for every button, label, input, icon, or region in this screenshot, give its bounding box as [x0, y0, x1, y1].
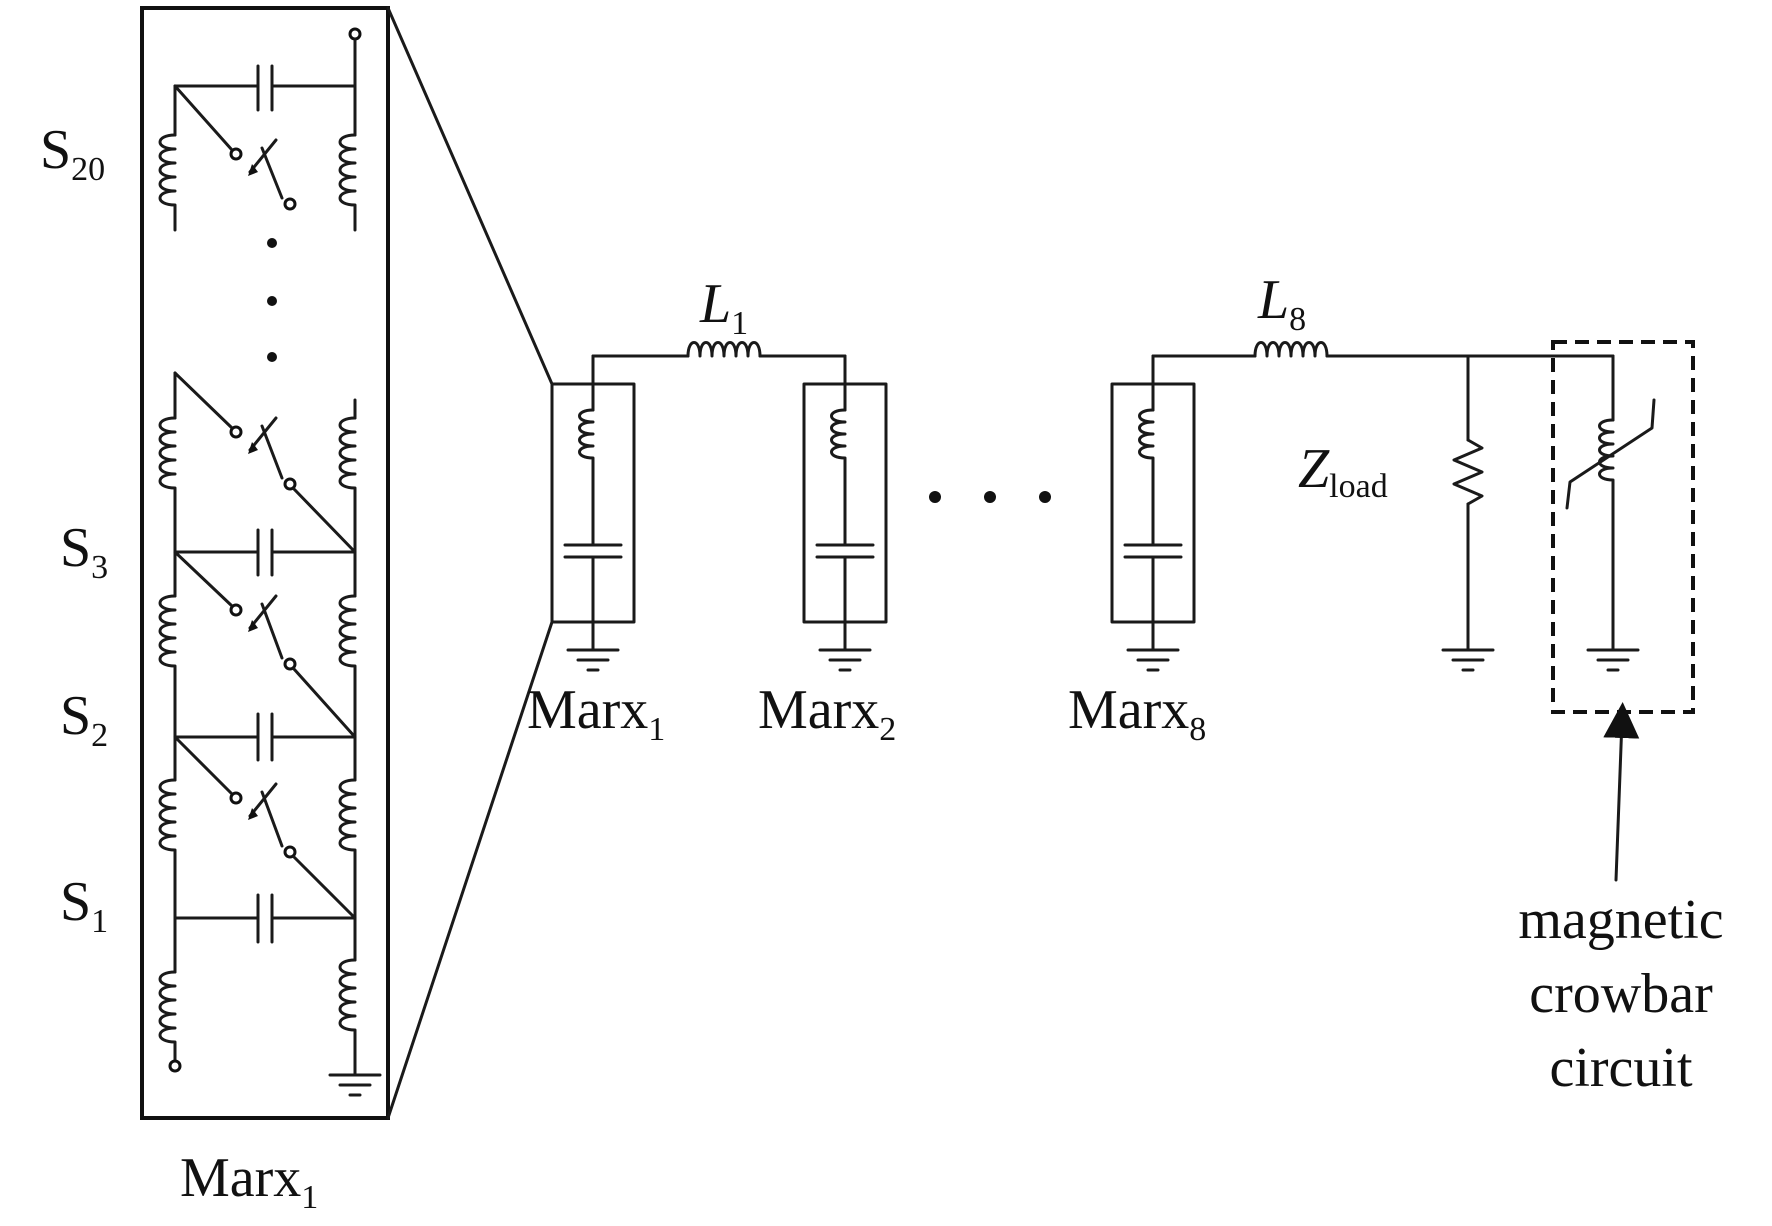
marx-detail: [140, 6, 390, 1120]
stage-label-s20: S20: [40, 119, 105, 188]
module-marx8: [1110, 354, 1196, 672]
crowbar-arrow: [1603, 702, 1640, 882]
zoom-line-bottom: [386, 620, 554, 1120]
zoom-line-top: [386, 6, 554, 386]
stage-label-s1: S1: [60, 871, 108, 940]
label-zload: Zload: [1298, 438, 1388, 505]
bottom-terminal: [168, 1059, 182, 1073]
detail-label: Marx1: [180, 1147, 318, 1216]
load-resistor: [1441, 354, 1495, 672]
stage-label-s3: S3: [60, 517, 108, 586]
label-marx2: Marx2: [758, 679, 896, 748]
inductor-l8: [1253, 341, 1329, 358]
module-marx1: [550, 354, 636, 672]
marx-detail-frame: [140, 6, 390, 1120]
crowbar-label-line3: circuit: [1549, 1037, 1692, 1099]
label-marx1: Marx1: [527, 679, 665, 748]
module-marx2: [802, 354, 888, 672]
label-l8: L8: [1257, 269, 1306, 338]
stage-label-s2: S2: [60, 685, 108, 754]
crowbar-label-line1: magnetic: [1518, 889, 1723, 951]
label-l1: L1: [699, 273, 748, 342]
inductor-l1: [686, 341, 762, 358]
crowbar-circuit: [1551, 340, 1695, 714]
label-marx8: Marx8: [1068, 679, 1206, 748]
crowbar-label-line2: crowbar: [1529, 963, 1713, 1025]
crowbar-box: [1551, 340, 1695, 714]
